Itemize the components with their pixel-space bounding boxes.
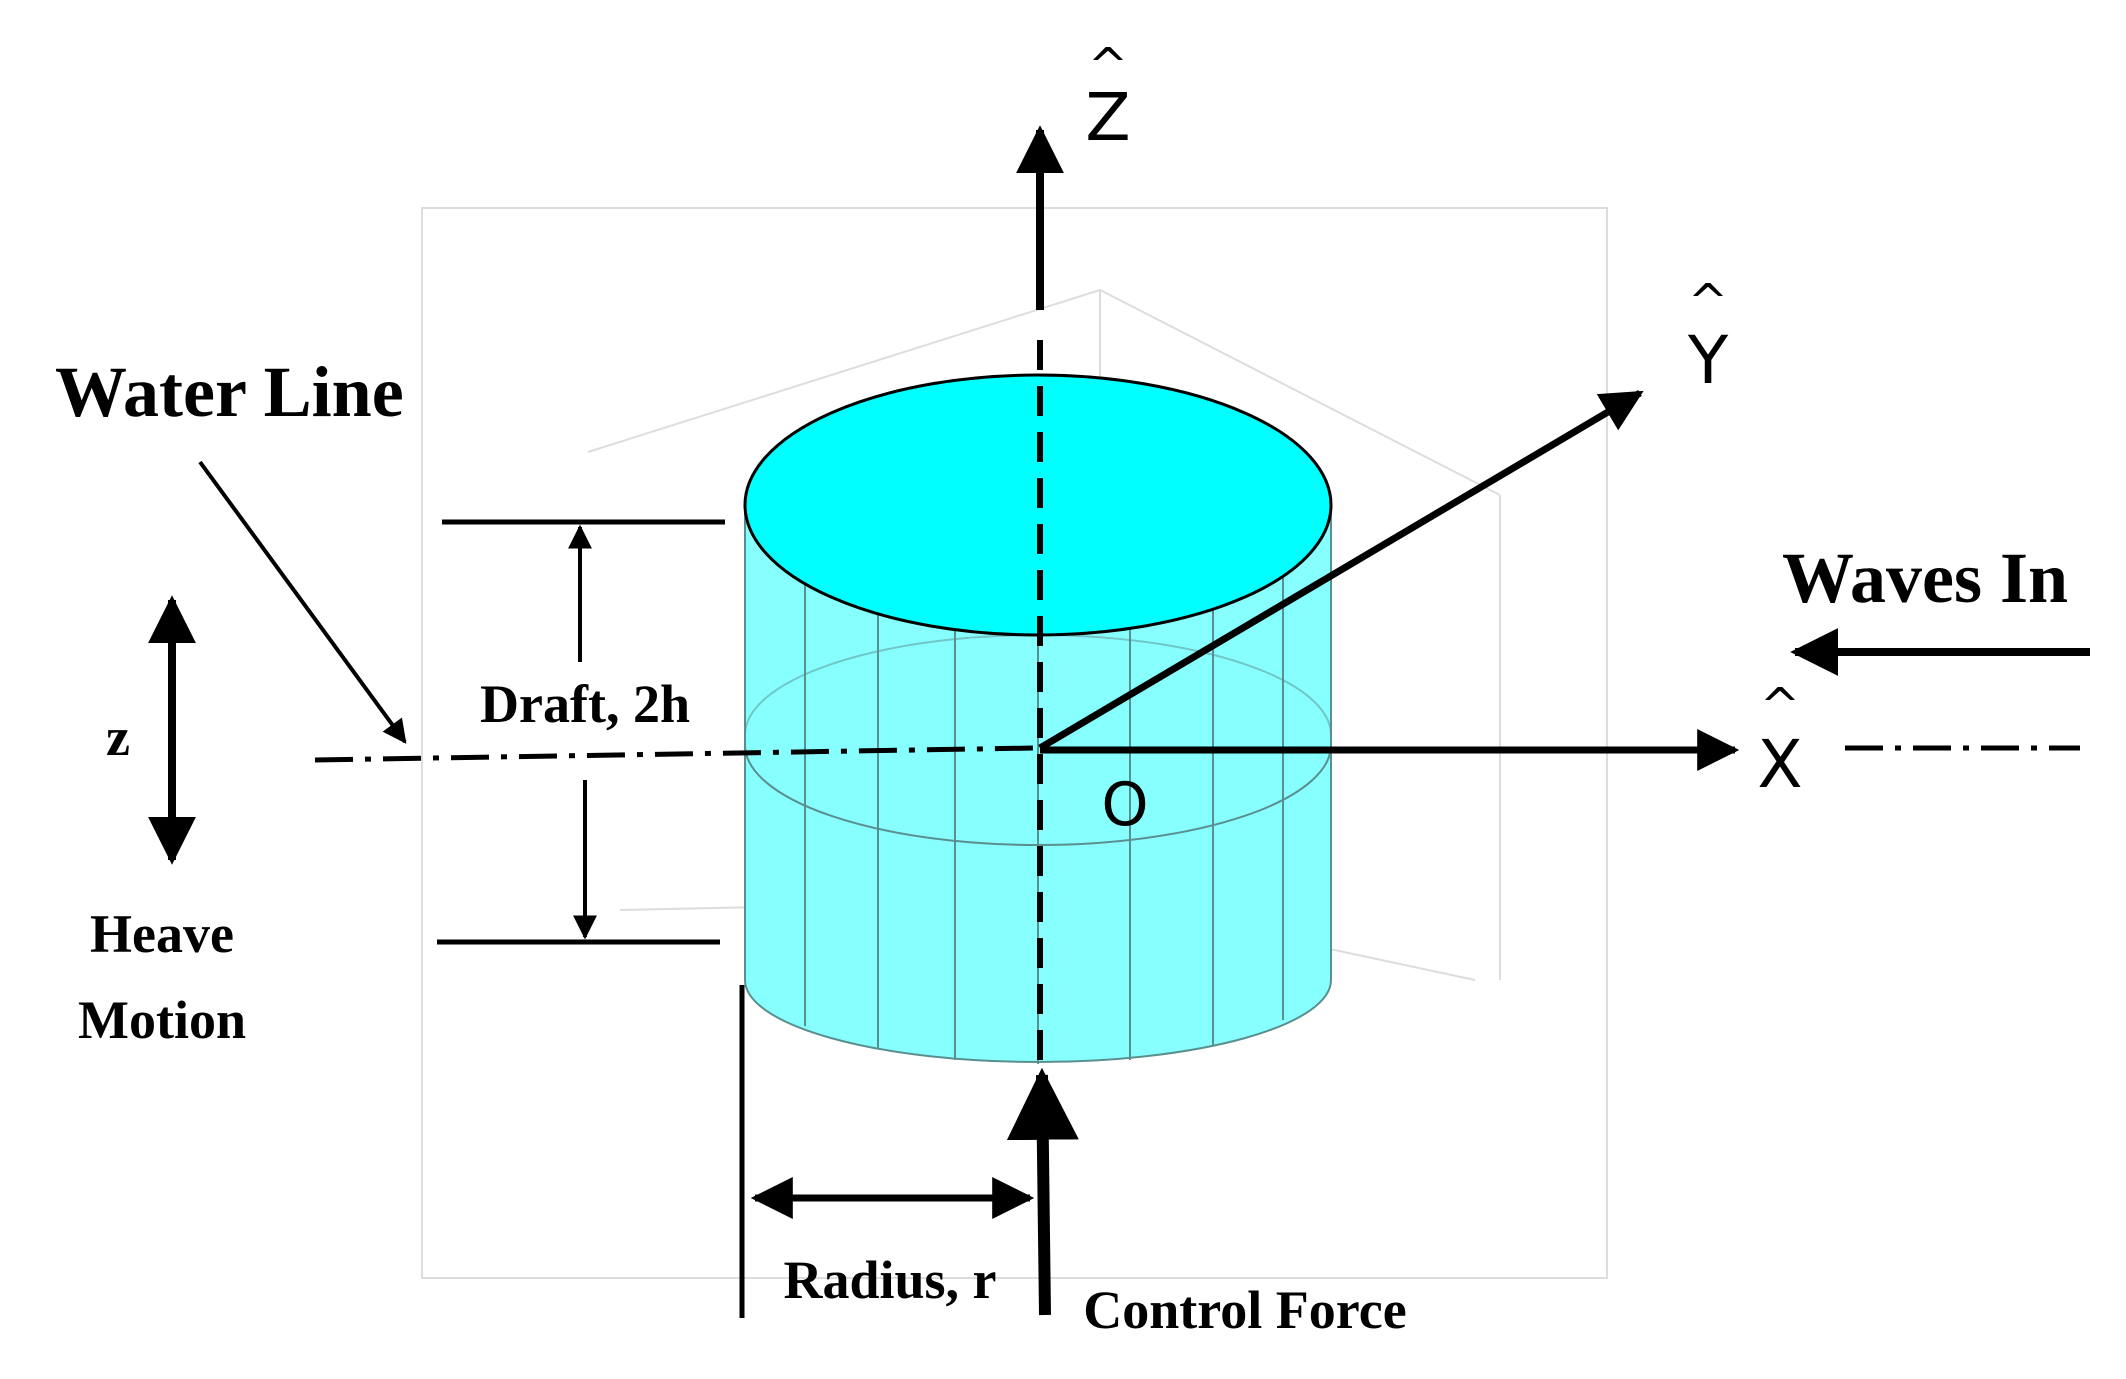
water-line-left	[314, 745, 1036, 763]
waterline-ring	[744, 744, 1332, 846]
y-hat-caret: ^	[1688, 274, 1728, 330]
water-line-pointer	[198, 460, 407, 744]
z-hat-caret: ^	[1088, 38, 1128, 94]
motion-label: Motion	[78, 990, 246, 1050]
x-hat-label: X	[1757, 726, 1802, 803]
radius-label: Radius, r	[783, 1250, 996, 1310]
origin-label: O	[1101, 770, 1148, 840]
x-hat-caret: ^	[1760, 678, 1800, 734]
water-line-label: Water Line	[55, 352, 404, 432]
y-axis	[1038, 389, 1644, 752]
y-hat-label: Y	[1687, 322, 1729, 399]
draft-label: Draft, 2h	[480, 674, 690, 734]
control-force-label: Control Force	[1083, 1280, 1406, 1340]
control-force-arrow	[1006, 1067, 1079, 1316]
z-hat-label: Z	[1085, 79, 1130, 156]
draft-dimension	[437, 519, 725, 945]
waves-in-label: Waves In	[1782, 538, 2068, 618]
heave-label: Heave	[90, 904, 234, 964]
heave-z-label: z	[106, 707, 130, 767]
